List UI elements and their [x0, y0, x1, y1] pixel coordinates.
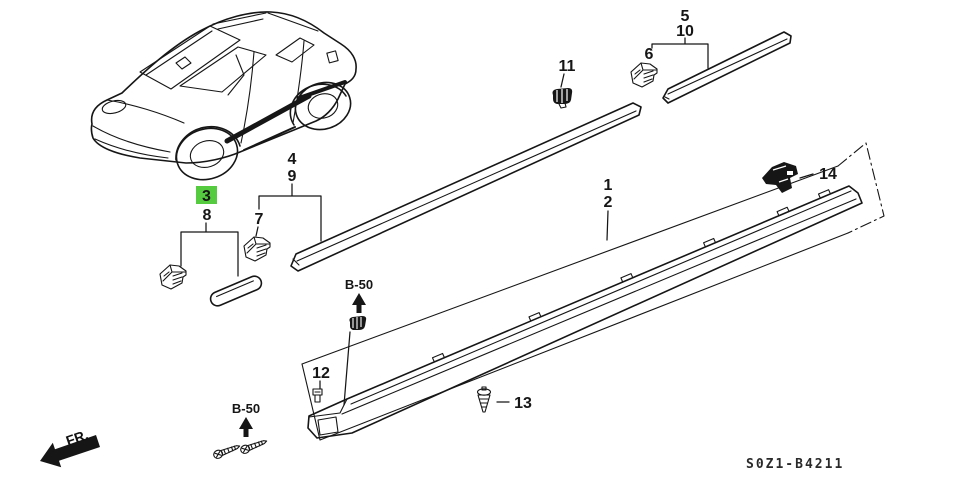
label-13: 13 — [514, 395, 532, 412]
leader-line — [180, 222, 239, 277]
leader-line — [560, 73, 565, 88]
leader-line — [343, 331, 351, 406]
highlight-box — [196, 186, 217, 204]
grommet-11 — [552, 88, 573, 109]
sill-stripe — [243, 126, 296, 151]
diagram-code: S0Z1-B4211 — [746, 457, 844, 472]
label-7: 7 — [255, 211, 264, 228]
quarter-glass — [275, 37, 315, 63]
label-3-highlighted: 3 — [202, 188, 211, 205]
label-11: 11 — [559, 58, 576, 75]
clip-14 — [762, 162, 798, 193]
clip-12 — [312, 388, 323, 403]
screw-13 — [476, 386, 492, 413]
quarter-molding-stripe — [297, 80, 347, 100]
side-mirror — [175, 56, 192, 70]
leader-line — [255, 226, 259, 237]
car-illustration — [90, 11, 357, 181]
fr-label: FR. — [64, 426, 91, 448]
label-12: 12 — [312, 365, 330, 382]
leader-line — [651, 37, 709, 69]
clip-6 — [630, 62, 658, 88]
label-6: 6 — [645, 46, 654, 63]
label-1: 1 — [604, 177, 613, 194]
fr-arrow-icon — [40, 435, 100, 468]
callout-3-8: 3 8 — [180, 186, 239, 277]
windshield — [139, 25, 241, 90]
b50-upper-grommet — [349, 316, 367, 330]
b50-screw-2 — [240, 440, 268, 454]
label-14: 14 — [819, 166, 837, 183]
leader-line — [606, 210, 609, 241]
clip-8 — [159, 264, 187, 290]
rear-quarter-protector — [662, 31, 792, 104]
b-pillar — [227, 54, 245, 96]
label-2: 2 — [604, 194, 613, 211]
fr-direction-indicator: FR. — [40, 426, 100, 468]
b50-upper-arrow-icon — [352, 293, 366, 313]
callout-5-10: 5 10 — [651, 8, 709, 69]
clip-7 — [243, 236, 271, 262]
door-glass — [179, 46, 267, 93]
callout-1-2: 1 2 — [604, 177, 613, 241]
boundary-box — [301, 142, 885, 441]
label-9: 9 — [288, 168, 297, 185]
label-8: 8 — [203, 207, 212, 224]
fuel-lid — [326, 50, 339, 64]
b50-lower-reference: B-50 — [213, 401, 268, 459]
side-sill-garnish — [307, 185, 863, 439]
b50-upper-label: B-50 — [345, 277, 373, 292]
b50-lower-label: B-50 — [232, 401, 260, 416]
front-door-protector — [290, 102, 642, 272]
label-10: 10 — [676, 23, 694, 40]
leader-line — [799, 173, 814, 179]
callout-4-9: 4 9 — [258, 151, 322, 242]
b50-upper-reference: B-50 — [343, 277, 373, 406]
b50-lower-arrow-icon — [239, 417, 253, 437]
front-wheel — [175, 127, 239, 181]
quarter-protector-molding — [209, 275, 263, 307]
label-4: 4 — [288, 151, 297, 168]
label-5: 5 — [681, 8, 690, 25]
b50-screw-1 — [213, 445, 241, 459]
headlight — [101, 99, 127, 115]
door-molding-stripe — [224, 93, 312, 144]
leader-line — [258, 183, 322, 242]
